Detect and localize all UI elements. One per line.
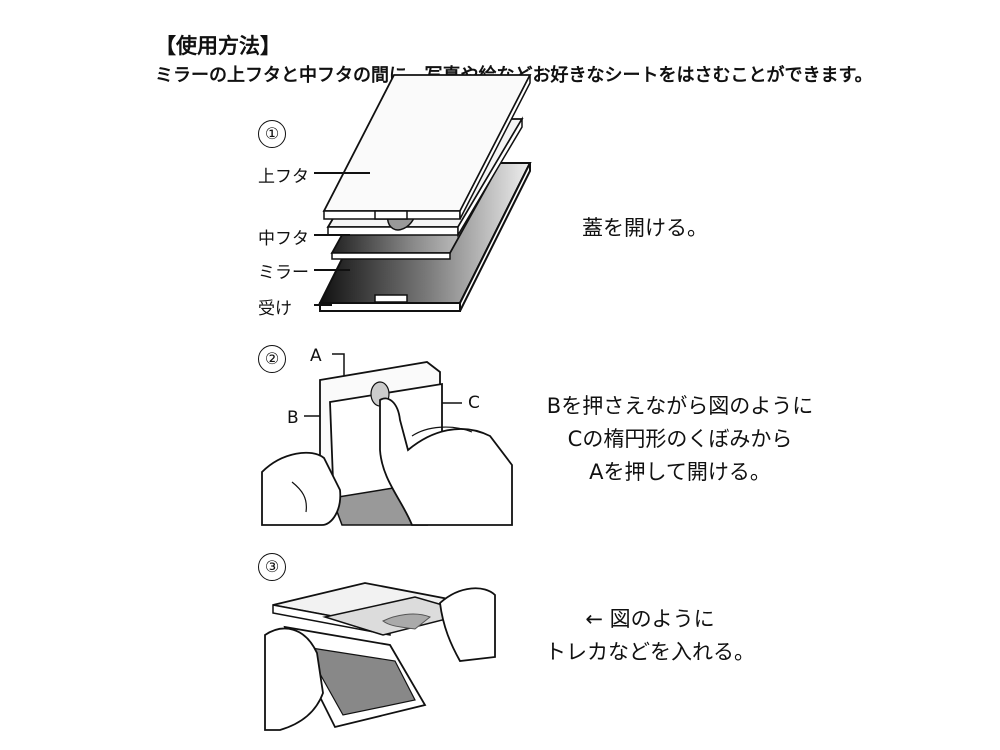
label-middle-lid: 中フタ [258,229,309,249]
label-c: C [468,393,480,413]
step-2-opening-illustration [261,353,513,526]
label-mirror: ミラー [258,263,309,283]
step-2-instruction-line-3: Aを押して開ける。 [589,460,771,484]
label-b: B [287,408,299,428]
label-base: 受け [258,299,292,319]
step-1-number: ① [258,120,286,148]
step-3-insert-card-illustration [264,582,496,731]
step-1-instruction: 蓋を開ける。 [582,216,708,240]
step-2-number: ② [258,345,286,373]
label-top-lid: 上フタ [258,167,309,187]
step-1-exploded-diagram [314,74,532,312]
page-title: 【使用方法】 [155,34,281,58]
step-2-instruction-line-2: Cの楕円形のくぼみから [567,427,793,451]
step-3-number: ③ [258,553,286,581]
step-3-instruction-line-2: トレカなどを入れる。 [545,640,755,664]
step-2-instruction-line-1: Bを押さえながら図のように [546,394,814,418]
top-lid-shape [322,74,532,220]
label-a: A [310,346,322,366]
step-3-instruction-line-1: ← 図のように [585,607,715,631]
